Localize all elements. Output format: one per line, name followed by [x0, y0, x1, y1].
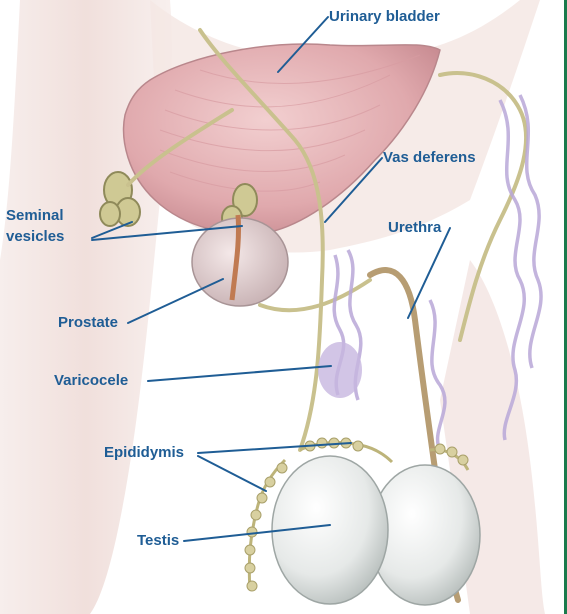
label-epididymis: Epididymis — [104, 443, 184, 462]
label-urinary-bladder: Urinary bladder — [329, 7, 440, 26]
label-seminal-vesicles: Seminal vesicles — [6, 205, 64, 247]
varicocele-cluster — [318, 342, 362, 398]
label-varicocele: Varicocele — [54, 371, 128, 390]
label-vas-deferens: Vas deferens — [383, 148, 476, 167]
label-seminal-vesicles-line1: Seminal — [6, 205, 64, 226]
label-testis: Testis — [137, 531, 179, 550]
label-prostate: Prostate — [58, 313, 118, 332]
label-seminal-vesicles-line2: vesicles — [6, 226, 64, 247]
label-urethra: Urethra — [388, 218, 441, 237]
